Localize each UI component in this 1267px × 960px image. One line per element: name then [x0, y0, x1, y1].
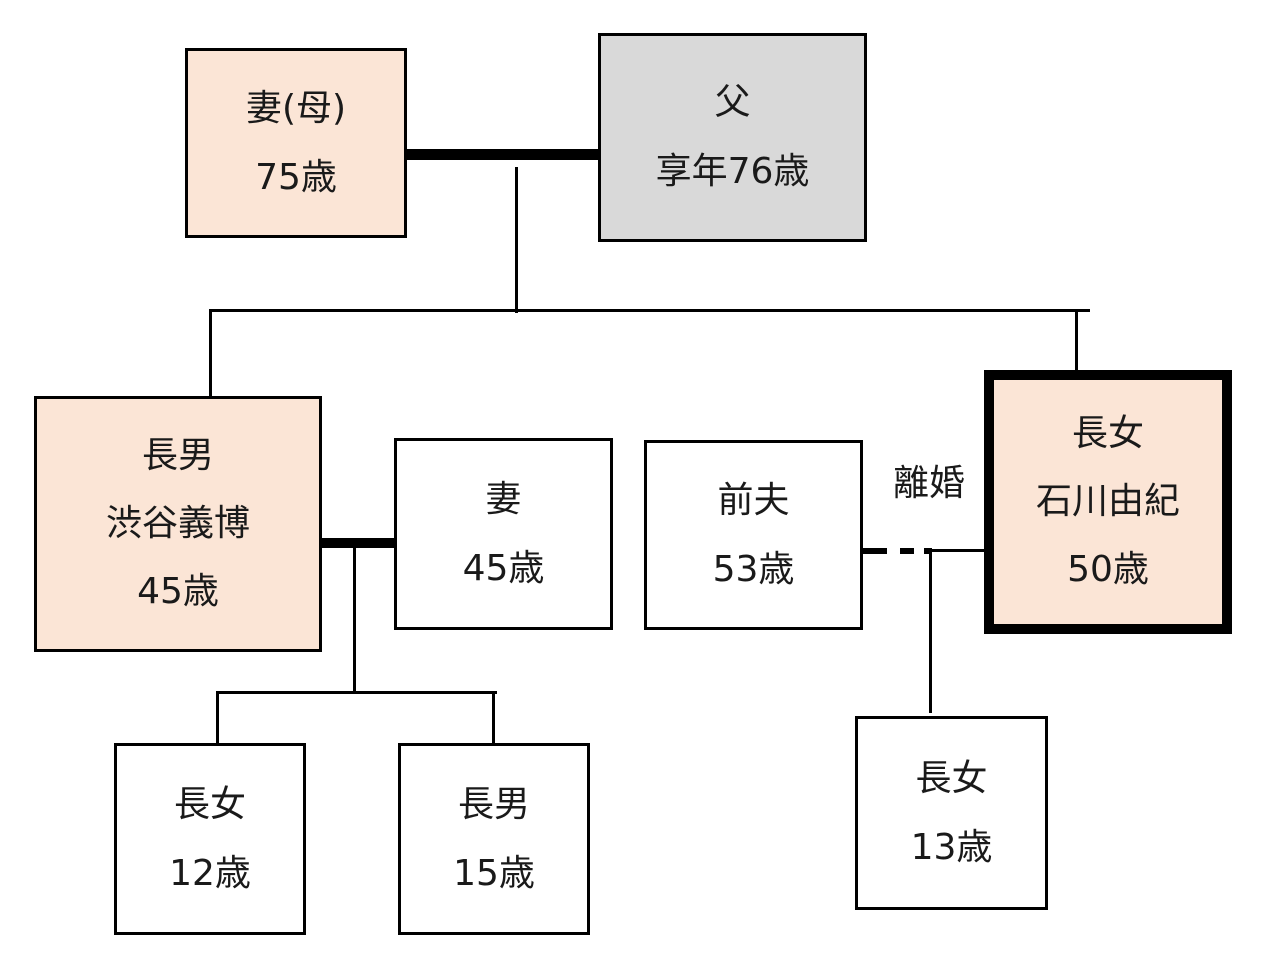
grandchild-daughter-13-age: 13歳 [910, 826, 993, 868]
person-father: 父 享年76歳 [598, 33, 867, 242]
person-grandchild-daughter-12: 長女 12歳 [114, 743, 306, 935]
son-wife-age: 45歳 [462, 547, 545, 589]
eldest-son-relation: 長男 [141, 435, 214, 476]
mother-age: 75歳 [255, 156, 337, 198]
person-son-wife: 妻 45歳 [394, 438, 613, 630]
son-children-horizontal-line [217, 691, 497, 694]
son-wife-relation: 妻 [485, 478, 522, 520]
person-ex-husband: 前夫 53歳 [644, 440, 863, 630]
person-eldest-daughter: 長女 石川由紀 50歳 [984, 370, 1232, 634]
ex-husband-relation: 前夫 [717, 479, 790, 521]
divorce-dash-2 [900, 548, 914, 554]
daughter-branch-line [1075, 309, 1078, 372]
son-branch-line [209, 309, 212, 398]
parents-descent-line [515, 167, 518, 313]
eldest-daughter-age: 50歳 [1067, 549, 1149, 590]
divorce-solid-segment [932, 549, 987, 552]
grandchild-son-15-age: 15歳 [453, 852, 535, 894]
person-mother: 妻(母) 75歳 [185, 48, 407, 238]
grandchild-daughter-12-age: 12歳 [169, 852, 251, 894]
daughter-child-descent-line [929, 549, 932, 713]
divorce-dash-1 [862, 548, 887, 554]
grandchild-daughter-12-relation: 長女 [173, 783, 246, 825]
father-age: 享年76歳 [655, 151, 810, 192]
grandchild-b-branch-line [492, 691, 495, 745]
divorce-label: 離婚 [893, 463, 966, 504]
siblings-horizontal-line [209, 309, 1090, 312]
grandchild-daughter-13-relation: 長女 [915, 757, 988, 799]
father-relation: 父 [714, 82, 751, 123]
person-grandchild-daughter-13: 長女 13歳 [855, 716, 1048, 910]
eldest-daughter-name: 石川由紀 [1035, 481, 1180, 522]
divorce-dash-3 [924, 548, 932, 554]
eldest-daughter-relation: 長女 [1071, 413, 1144, 454]
person-grandchild-son-15: 長男 15歳 [398, 743, 590, 935]
son-children-descent-line [353, 545, 356, 694]
marriage-line-son [320, 538, 396, 548]
person-eldest-son: 長男 渋谷義博 45歳 [34, 396, 322, 652]
eldest-son-age: 45歳 [137, 571, 219, 612]
mother-relation: 妻(母) [245, 87, 347, 129]
ex-husband-age: 53歳 [712, 548, 795, 590]
eldest-son-name: 渋谷義博 [105, 503, 250, 544]
grandchild-son-15-relation: 長男 [457, 783, 530, 825]
marriage-line-parents [405, 149, 600, 160]
grandchild-a-branch-line [216, 691, 219, 745]
